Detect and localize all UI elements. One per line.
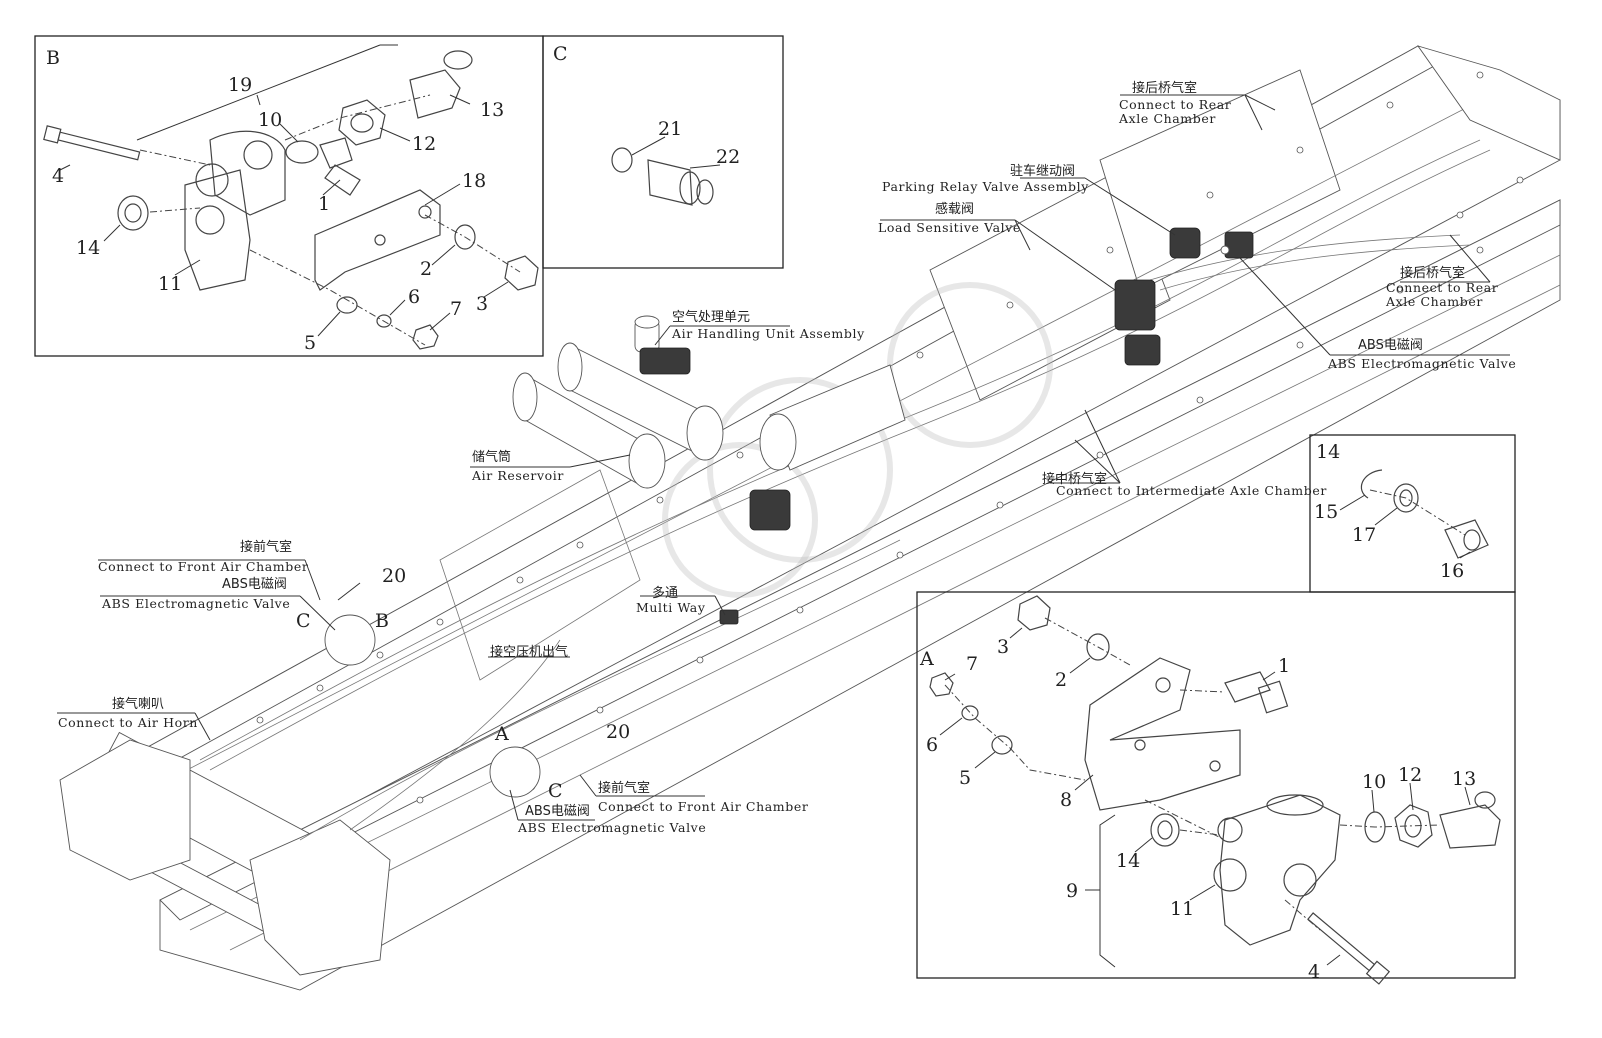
inset-b-letter: B — [46, 47, 60, 69]
part-number: 5 — [959, 767, 971, 789]
callout-abs-left-cn: ABS电磁阀 — [222, 577, 287, 592]
watermark — [662, 282, 1053, 598]
part-number: 12 — [412, 133, 436, 155]
part-number: 1 — [1278, 655, 1290, 677]
part-number: 4 — [1308, 961, 1320, 983]
callout-connect-rear-right-en: Axle Chamber — [1385, 294, 1483, 309]
frame-mark: 20 — [606, 721, 630, 743]
callout-connect-front-bottom-cn: 接前气室 — [598, 780, 650, 796]
part-number: 7 — [450, 298, 462, 320]
part-number: 6 — [926, 734, 938, 756]
callout-air-reservoir-cn: 储气筒 — [472, 449, 511, 465]
part-number: 13 — [1452, 768, 1476, 790]
callout-multi-way-cn: 多通 — [652, 585, 678, 601]
callout-leaders — [57, 94, 1510, 821]
callout-parking-relay-cn: 驻车继动阀 — [1010, 163, 1075, 179]
part-number: 22 — [716, 146, 740, 168]
part-number: 16 — [1440, 560, 1464, 582]
part-number: 10 — [258, 109, 282, 131]
callout-abs-bottom-en: ABS Electromagnetic Valve — [517, 820, 706, 835]
part-number: 17 — [1352, 524, 1376, 546]
part-number: 11 — [158, 273, 182, 295]
part-number: 7 — [966, 653, 978, 675]
part-number: 14 — [1116, 850, 1140, 872]
callout-connect-rear-right-cn: 接后桥气室 — [1400, 265, 1465, 281]
part-number: 9 — [1066, 880, 1078, 902]
frame-mark: C — [548, 780, 563, 802]
callout-connect-rear-upper-cn: 接后桥气室 — [1132, 80, 1197, 96]
frame-mark: C — [296, 610, 311, 632]
callout-compressor-cn: 接空压机出气 — [490, 644, 568, 660]
part-number: 1 — [318, 193, 330, 215]
callout-connect-rear-upper-en: Connect to Rear — [1119, 97, 1231, 112]
callout-air-handling-cn: 空气处理单元 — [672, 309, 750, 325]
callout-abs-right-en: ABS Electromagnetic Valve — [1327, 356, 1516, 371]
callout-air-handling-en: Air Handling Unit Assembly — [671, 326, 865, 341]
inset-a-letter: A — [919, 648, 934, 670]
part-number: 8 — [1060, 789, 1072, 811]
part-number: 10 — [1362, 771, 1386, 793]
part-number: 6 — [408, 286, 420, 308]
inset-b — [34, 35, 544, 357]
callout-parking-relay-en: Parking Relay Valve Assembly — [882, 179, 1089, 194]
callout-connect-mid-en: Connect to Intermediate Axle Chamber — [1056, 483, 1327, 498]
frame-valves — [324, 227, 1254, 798]
inset-d — [1309, 434, 1516, 593]
callout-connect-front-left-cn: 接前气室 — [240, 539, 292, 555]
part-number: 15 — [1314, 501, 1338, 523]
callout-load-sensitive-en: Load Sensitive Valve — [878, 220, 1021, 235]
part-number: 18 — [462, 170, 486, 192]
air-handling-unit — [634, 315, 691, 375]
callout-air-horn-cn: 接气喇叭 — [112, 696, 164, 712]
inset-d-label: 14 — [1316, 441, 1340, 463]
part-number: 14 — [76, 237, 100, 259]
callout-connect-rear-upper-en: Axle Chamber — [1118, 111, 1216, 126]
callout-multi-way-en: Multi Way — [636, 600, 706, 615]
inset-a — [916, 591, 1516, 985]
part-number: 3 — [476, 293, 488, 315]
frame-mark: B — [375, 610, 389, 632]
part-number: 12 — [1398, 764, 1422, 786]
part-number: 13 — [480, 99, 504, 121]
part-number: 11 — [1170, 898, 1194, 920]
inset-c — [542, 35, 784, 269]
part-number: 19 — [228, 74, 252, 96]
callout-connect-front-bottom-en: Connect to Front Air Chamber — [598, 799, 808, 814]
frame-mark: A — [494, 723, 509, 745]
part-number: 2 — [420, 258, 432, 280]
callout-abs-bottom-cn: ABS电磁阀 — [525, 804, 590, 819]
callout-load-sensitive-cn: 感载阀 — [935, 201, 974, 217]
part-number: 21 — [658, 118, 682, 140]
callout-air-reservoir-en: Air Reservoir — [471, 468, 564, 483]
part-number: 2 — [1055, 669, 1067, 691]
callout-connect-front-left-en: Connect to Front Air Chamber — [98, 559, 308, 574]
part-number: 3 — [997, 636, 1009, 658]
part-number: 4 — [52, 165, 64, 187]
callout-abs-left-en: ABS Electromagnetic Valve — [101, 596, 290, 611]
rail-holes — [256, 71, 1524, 804]
part-number: 5 — [304, 332, 316, 354]
inset-c-letter: C — [553, 43, 568, 65]
frame-mark: 20 — [382, 565, 406, 587]
callout-connect-rear-right-en: Connect to Rear — [1386, 280, 1498, 295]
callout-air-horn-en: Connect to Air Horn — [58, 715, 198, 730]
callout-abs-right-cn: ABS电磁阀 — [1358, 338, 1423, 353]
callout-connect-mid-cn: 接中桥气室 — [1042, 471, 1107, 487]
